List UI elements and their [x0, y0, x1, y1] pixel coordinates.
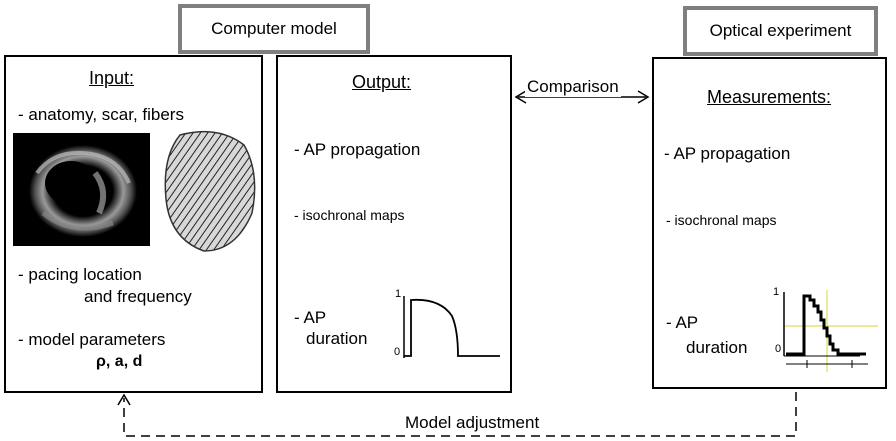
pacing-text-line1: - pacing location [18, 265, 142, 284]
output-axis-top-label: 1 [395, 288, 402, 300]
output-ap-duration-line1: - AP [294, 308, 327, 327]
computer-model-label: Computer model [211, 19, 337, 38]
anatomy-text: - anatomy, scar, fibers [18, 105, 184, 124]
measurements-ap-duration-line1: - AP [666, 313, 699, 332]
output-heading: Output: [352, 72, 412, 92]
measurements-heading: Measurements: [707, 87, 832, 107]
measurements-axis-bottom-label: 0 [775, 343, 782, 355]
measurements-ap-propagation: - AP propagation [664, 144, 791, 163]
params-text-line2: ρ, a, d [96, 353, 143, 370]
computer-model-tag: Computer model [178, 4, 370, 54]
input-heading: Input: [89, 68, 135, 88]
model-adjustment-label: Model adjustment [402, 413, 543, 433]
output-ap-propagation: - AP propagation [294, 140, 421, 159]
comparison-label: Comparison [525, 77, 621, 97]
measurements-axis-top-label: 1 [773, 286, 780, 298]
output-box [276, 55, 512, 393]
measurements-ap-duration-line2: duration [686, 338, 748, 357]
output-axis-bottom-label: 0 [394, 346, 401, 358]
measurements-box [652, 57, 887, 389]
scar-anatomy-image [13, 133, 150, 246]
output-isochronal-maps: - isochronal maps [294, 207, 405, 223]
optical-experiment-label: Optical experiment [709, 21, 852, 40]
measurements-isochronal-maps: - isochronal maps [666, 212, 777, 228]
output-ap-duration-line2: duration [306, 329, 368, 348]
fiber-orientation-image [160, 127, 260, 255]
optical-experiment-tag: Optical experiment [683, 6, 878, 56]
params-text-line1: - model parameters [18, 330, 166, 349]
pacing-text-line2: and frequency [84, 287, 192, 306]
